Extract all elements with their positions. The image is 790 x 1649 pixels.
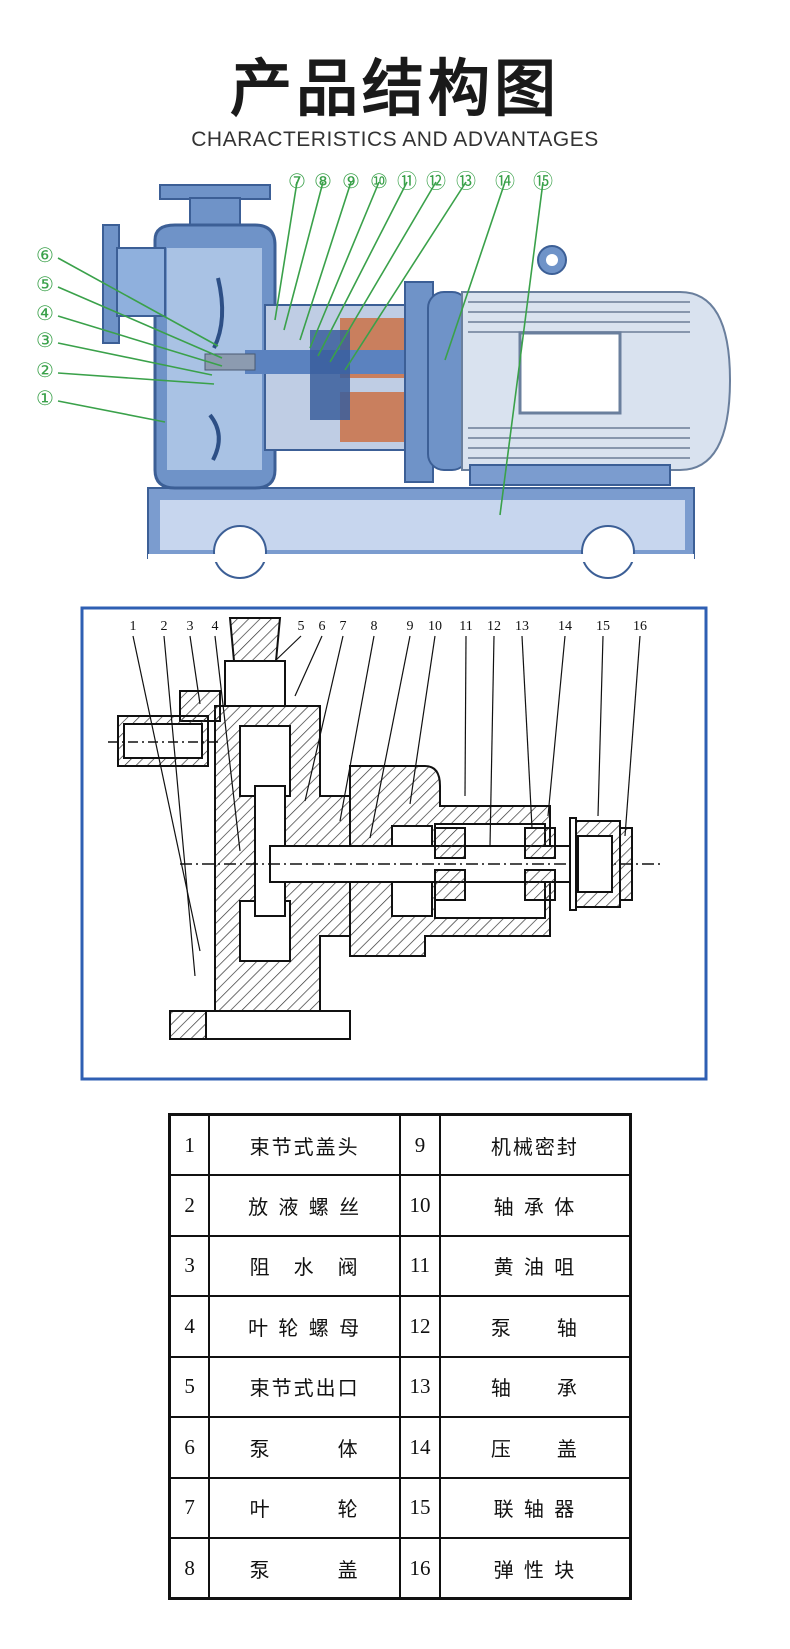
part-number: 2: [168, 1174, 211, 1237]
part-number: 9: [399, 1113, 441, 1176]
part-name: 弹 性 块: [438, 1537, 632, 1600]
part-number: 6: [168, 1416, 211, 1479]
fig2-label-10: 10: [428, 619, 442, 634]
table-row: 5 束节式出口 13 轴 承: [168, 1355, 632, 1418]
fig2-label-2: 2: [161, 619, 168, 634]
fig2-label-13: 13: [515, 619, 529, 634]
fig2-label-8: 8: [371, 619, 378, 634]
part-number-labels: 1 2 3 4 5 6 7 8 9 10 11 12 13 14 15 16: [130, 619, 648, 634]
part-number: 16: [399, 1537, 441, 1600]
fig2-label-16: 16: [633, 619, 647, 634]
part-name: 束节式盖头: [208, 1113, 402, 1176]
pump-cutaway-figure: ⑦ ⑧ ⑨ ⑩ ⑪ ⑫ ⑬ ⑭ ⑮ ⑥ ⑤ ④ ③ ② ①: [36, 170, 732, 579]
label-leaders: [132, 635, 641, 977]
table-row: 1 束节式盖头 9 机械密封: [168, 1113, 632, 1176]
parts-table: 1 束节式盖头 9 机械密封 2 放 液 螺 丝 10 轴 承 体 3 阻 水 …: [168, 1113, 632, 1600]
part-number: 4: [168, 1295, 211, 1358]
part-number: 10: [399, 1174, 441, 1237]
callout-labels-left: ⑥ ⑤ ④ ③ ② ①: [36, 245, 54, 410]
part-name: 阻 水 阀: [208, 1234, 402, 1297]
part-name: 叶 轮: [208, 1476, 402, 1539]
part-name: 泵 盖: [208, 1537, 402, 1600]
electric-motor: [427, 245, 732, 486]
callout-9: ⑨: [342, 171, 360, 193]
table-row: 8 泵 盖 16 弹 性 块: [168, 1537, 632, 1600]
base-plate: [169, 1010, 351, 1040]
part-number: 12: [399, 1295, 441, 1358]
part-number: 5: [168, 1355, 211, 1418]
fig2-label-1: 1: [130, 619, 137, 634]
callout-2: ②: [36, 360, 54, 382]
table-row: 7 叶 轮 15 联 轴 器: [168, 1476, 632, 1539]
callout-12: ⑫: [426, 170, 446, 193]
part-number: 3: [168, 1234, 211, 1297]
cross-section-figure: 1 2 3 4 5 6 7 8 9 10 11 12 13 14 15 16: [80, 606, 708, 1081]
callout-8: ⑧: [314, 171, 332, 193]
part-name: 束节式出口: [208, 1355, 402, 1418]
part-number: 11: [399, 1234, 441, 1297]
part-name: 联 轴 器: [438, 1476, 632, 1539]
part-name: 泵 轴: [438, 1295, 632, 1358]
callout-3: ③: [36, 330, 54, 352]
callout-labels-top: ⑦ ⑧ ⑨ ⑩ ⑪ ⑫ ⑬ ⑭ ⑮: [288, 170, 553, 193]
pump-base: [147, 487, 695, 579]
bearing-bracket: [204, 281, 455, 483]
inlet-union: [108, 715, 220, 767]
table-row: 2 放 液 螺 丝 10 轴 承 体: [168, 1174, 632, 1237]
part-name: 机械密封: [438, 1113, 632, 1176]
callout-4: ④: [36, 303, 54, 325]
part-number: 8: [168, 1537, 211, 1600]
fig2-label-6: 6: [319, 619, 326, 634]
fig2-label-15: 15: [596, 619, 610, 634]
part-name: 轴 承 体: [438, 1174, 632, 1237]
fig2-label-3: 3: [187, 619, 194, 634]
page-title: 产品结构图: [229, 52, 560, 125]
part-number: 14: [399, 1416, 441, 1479]
callout-10: ⑩: [370, 171, 388, 193]
fig2-label-4: 4: [212, 619, 219, 634]
fig2-label-9: 9: [407, 619, 414, 634]
fig2-label-12: 12: [487, 619, 501, 634]
callout-leaders: [57, 181, 544, 516]
part-number: 13: [399, 1355, 441, 1418]
pump-body: [102, 184, 277, 490]
callout-14: ⑭: [495, 170, 515, 193]
part-number: 1: [168, 1113, 211, 1176]
part-name: 叶 轮 螺 母: [208, 1295, 402, 1358]
callout-13: ⑬: [456, 170, 476, 193]
part-number: 15: [399, 1476, 441, 1539]
table-row: 4 叶 轮 螺 母 12 泵 轴: [168, 1295, 632, 1358]
callout-7: ⑦: [288, 171, 306, 193]
callout-15: ⑮: [533, 170, 553, 193]
part-name: 放 液 螺 丝: [208, 1174, 402, 1237]
part-name: 泵 体: [208, 1416, 402, 1479]
callout-1: ①: [36, 388, 54, 410]
callout-5: ⑤: [36, 274, 54, 296]
fig2-label-7: 7: [340, 619, 347, 634]
page-subtitle: CHARACTERISTICS AND ADVANTAGES: [191, 128, 599, 151]
table-row: 3 阻 水 阀 11 黄 油 咀: [168, 1234, 632, 1297]
fig2-label-11: 11: [459, 619, 472, 634]
part-number: 7: [168, 1476, 211, 1539]
part-name: 压 盖: [438, 1416, 632, 1479]
table-row: 6 泵 体 14 压 盖: [168, 1416, 632, 1479]
callout-6: ⑥: [36, 245, 54, 267]
part-name: 轴 承: [438, 1355, 632, 1418]
fig2-label-5: 5: [298, 619, 305, 634]
pump-shaft: [180, 820, 660, 908]
fig2-label-14: 14: [558, 619, 572, 634]
callout-11: ⑪: [397, 170, 417, 193]
part-name: 黄 油 咀: [438, 1234, 632, 1297]
